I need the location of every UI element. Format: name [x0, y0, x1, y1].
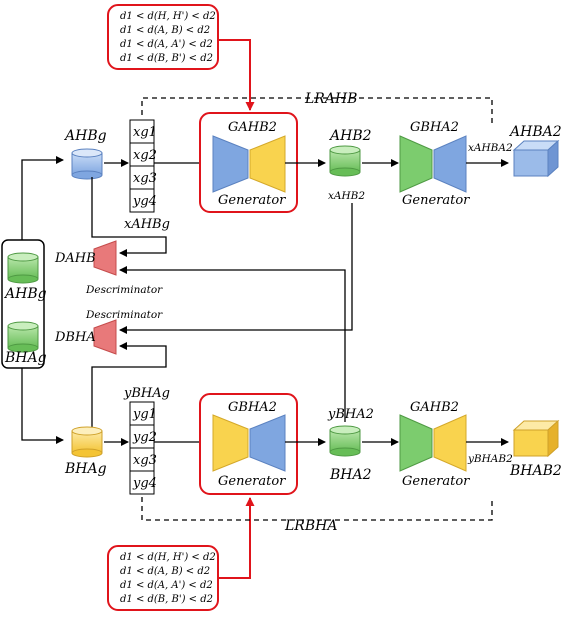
output-label-bottom: BHA2 [329, 467, 372, 483]
left-label-ahbg: AHBg [3, 286, 47, 302]
generator2-bottom: GAHB2 Generator [399, 400, 470, 489]
connector [119, 203, 353, 334]
discriminator-label: DAHB [54, 251, 96, 266]
discriminator-caption: Descriminator [85, 284, 163, 296]
left-dataset-group: AHBg BHAg [1, 239, 47, 369]
feature-vector-top: xg1 xg2 xg3 yg4 [129, 119, 157, 213]
arrow-label-bottom: yBHAB2 [467, 453, 513, 465]
connector [91, 342, 167, 428]
loss-label-bottom: LRBHA [284, 518, 337, 534]
feature-vector-bottom: yg1 yg2 xg3 yg4 [129, 401, 157, 495]
output-cylinder-bottom-icon [329, 425, 361, 457]
source-cylinder-top-icon [71, 148, 103, 180]
loss-loop-top: LRAHB [141, 91, 493, 125]
vector-cell: yg4 [132, 194, 157, 209]
red-connector-top [218, 39, 255, 111]
generator-caption: Generator [402, 193, 470, 208]
condition-text: d1 < d(H, H') < d2 [120, 11, 216, 22]
condition-text: d1 < d(B, B') < d2 [120, 53, 213, 64]
vector-cell: xg3 [133, 171, 157, 186]
dataset-cylinder-icon [7, 321, 39, 353]
condition-text: d1 < d(A, B) < d2 [120, 566, 210, 577]
generator-caption: Generator [218, 193, 286, 208]
generator-title: GBHA2 [228, 400, 277, 415]
dataset-cylinder-icon [7, 252, 39, 284]
source-label-bottom: BHAg [64, 461, 107, 477]
vector-cell: yg1 [132, 407, 157, 422]
loss-loop-bottom: LRBHA [141, 497, 493, 534]
generator-bottom: GBHA2 Generator [199, 393, 298, 495]
vector-cell: xg2 [133, 148, 157, 163]
red-connector-bottom [218, 497, 255, 579]
generator2-top: GBHA2 Generator [399, 120, 470, 208]
discriminator-top: DAHB Descriminator [54, 240, 163, 296]
output-cube-bottom-icon [512, 419, 560, 458]
vector-label-bottom: yBHAg [123, 386, 170, 401]
generator-caption: Generator [402, 474, 470, 489]
discriminator-label: DBHA [54, 330, 96, 345]
loss-label-top: LRAHB [304, 91, 357, 107]
vector-cell: xg1 [133, 125, 157, 140]
generator-top: GAHB2 Generator [199, 112, 298, 213]
vector-cell: yg4 [132, 476, 157, 491]
vector-cell: yg2 [132, 430, 157, 445]
source-label-top: AHBg [63, 128, 107, 144]
connector [119, 266, 346, 422]
condition-text: d1 < d(A, B) < d2 [120, 25, 210, 36]
output-sublabel-top: xAHB2 [328, 190, 365, 202]
connector [91, 177, 167, 257]
output-label-top: AHB2 [328, 128, 372, 144]
source-cylinder-bottom-icon [71, 426, 103, 458]
connector [21, 368, 64, 444]
output-cylinder-top-icon [329, 145, 361, 177]
condition-text: d1 < d(A, A') < d2 [120, 39, 213, 50]
generator-title: GAHB2 [410, 400, 459, 415]
left-label-bhag: BHAg [4, 350, 47, 366]
generator-title: GBHA2 [410, 120, 459, 135]
arrow-label-top: xAHBA2 [468, 142, 513, 154]
condition-text: d1 < d(B, B') < d2 [120, 594, 213, 605]
generator-caption: Generator [218, 474, 286, 489]
vector-cell: xg3 [133, 453, 157, 468]
final-label-top: AHBA2 [508, 124, 562, 140]
condition-text: d1 < d(A, A') < d2 [120, 580, 213, 591]
connector [21, 156, 64, 240]
conditions-box-bottom: d1 < d(H, H') < d2 d1 < d(A, B) < d2 d1 … [107, 545, 219, 611]
vector-label-top: xAHBg [124, 217, 170, 232]
conditions-box-top: d1 < d(H, H') < d2 d1 < d(A, B) < d2 d1 … [107, 4, 219, 70]
condition-text: d1 < d(H, H') < d2 [120, 552, 216, 563]
discriminator-caption: Descriminator [85, 309, 163, 321]
final-label-bottom: BHAB2 [509, 463, 562, 479]
output-top-label-bottom: yBHA2 [327, 407, 374, 422]
output-cube-top-icon [512, 139, 560, 178]
generator-title: GAHB2 [228, 120, 277, 135]
discriminator-bottom: DBHA Descriminator [54, 309, 163, 355]
